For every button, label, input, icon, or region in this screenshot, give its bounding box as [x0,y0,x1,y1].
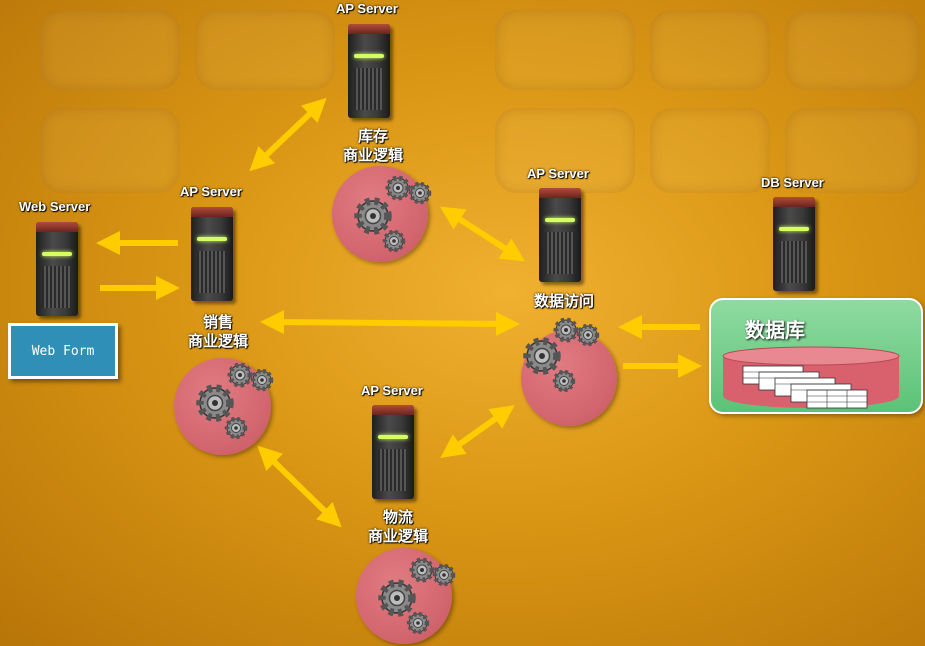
inventory-logic-caption: 库存 商业逻辑 [342,128,404,164]
web-form-box: Web Form [8,323,118,379]
sales-logic-caption: 销售 商业逻辑 [187,314,249,350]
database-panel: 数据库 [709,298,923,414]
ap-server-logistics-icon [372,405,414,499]
arrow-sales-data [260,310,520,336]
logistics-gears-icon [382,560,453,632]
inventory-gears-icon [358,178,429,250]
ap-server-logistics-label: AP Server [361,383,423,398]
ap-server-data-label: AP Server [527,166,589,181]
arrow-sales-logistics [257,445,342,528]
arrow-sales-inventory [249,97,327,172]
database-cylinder-icon [722,346,900,409]
ap-server-sales-icon [191,207,233,301]
ap-server-sales-label: AP Server [180,184,242,199]
arrow-inventory-data [439,206,526,262]
web-server-icon [36,222,78,316]
logistics-logic-caption: 物流 商业逻辑 [367,509,429,545]
web-form-label: Web Form [31,343,95,359]
ap-server-data-icon [539,188,581,282]
db-server-label: DB Server [761,175,824,190]
database-title: 数据库 [745,320,805,342]
arrow-logistics-data [440,405,515,458]
sales-gears-icon [200,365,271,437]
ap-server-inventory-icon [348,24,390,118]
data-access-caption: 数据访问 [533,293,595,310]
ap-server-inventory-label: AP Server [336,1,398,16]
web-server-label: Web Server [19,199,91,214]
db-server-icon [773,197,815,291]
data-access-gears-icon [527,320,597,390]
